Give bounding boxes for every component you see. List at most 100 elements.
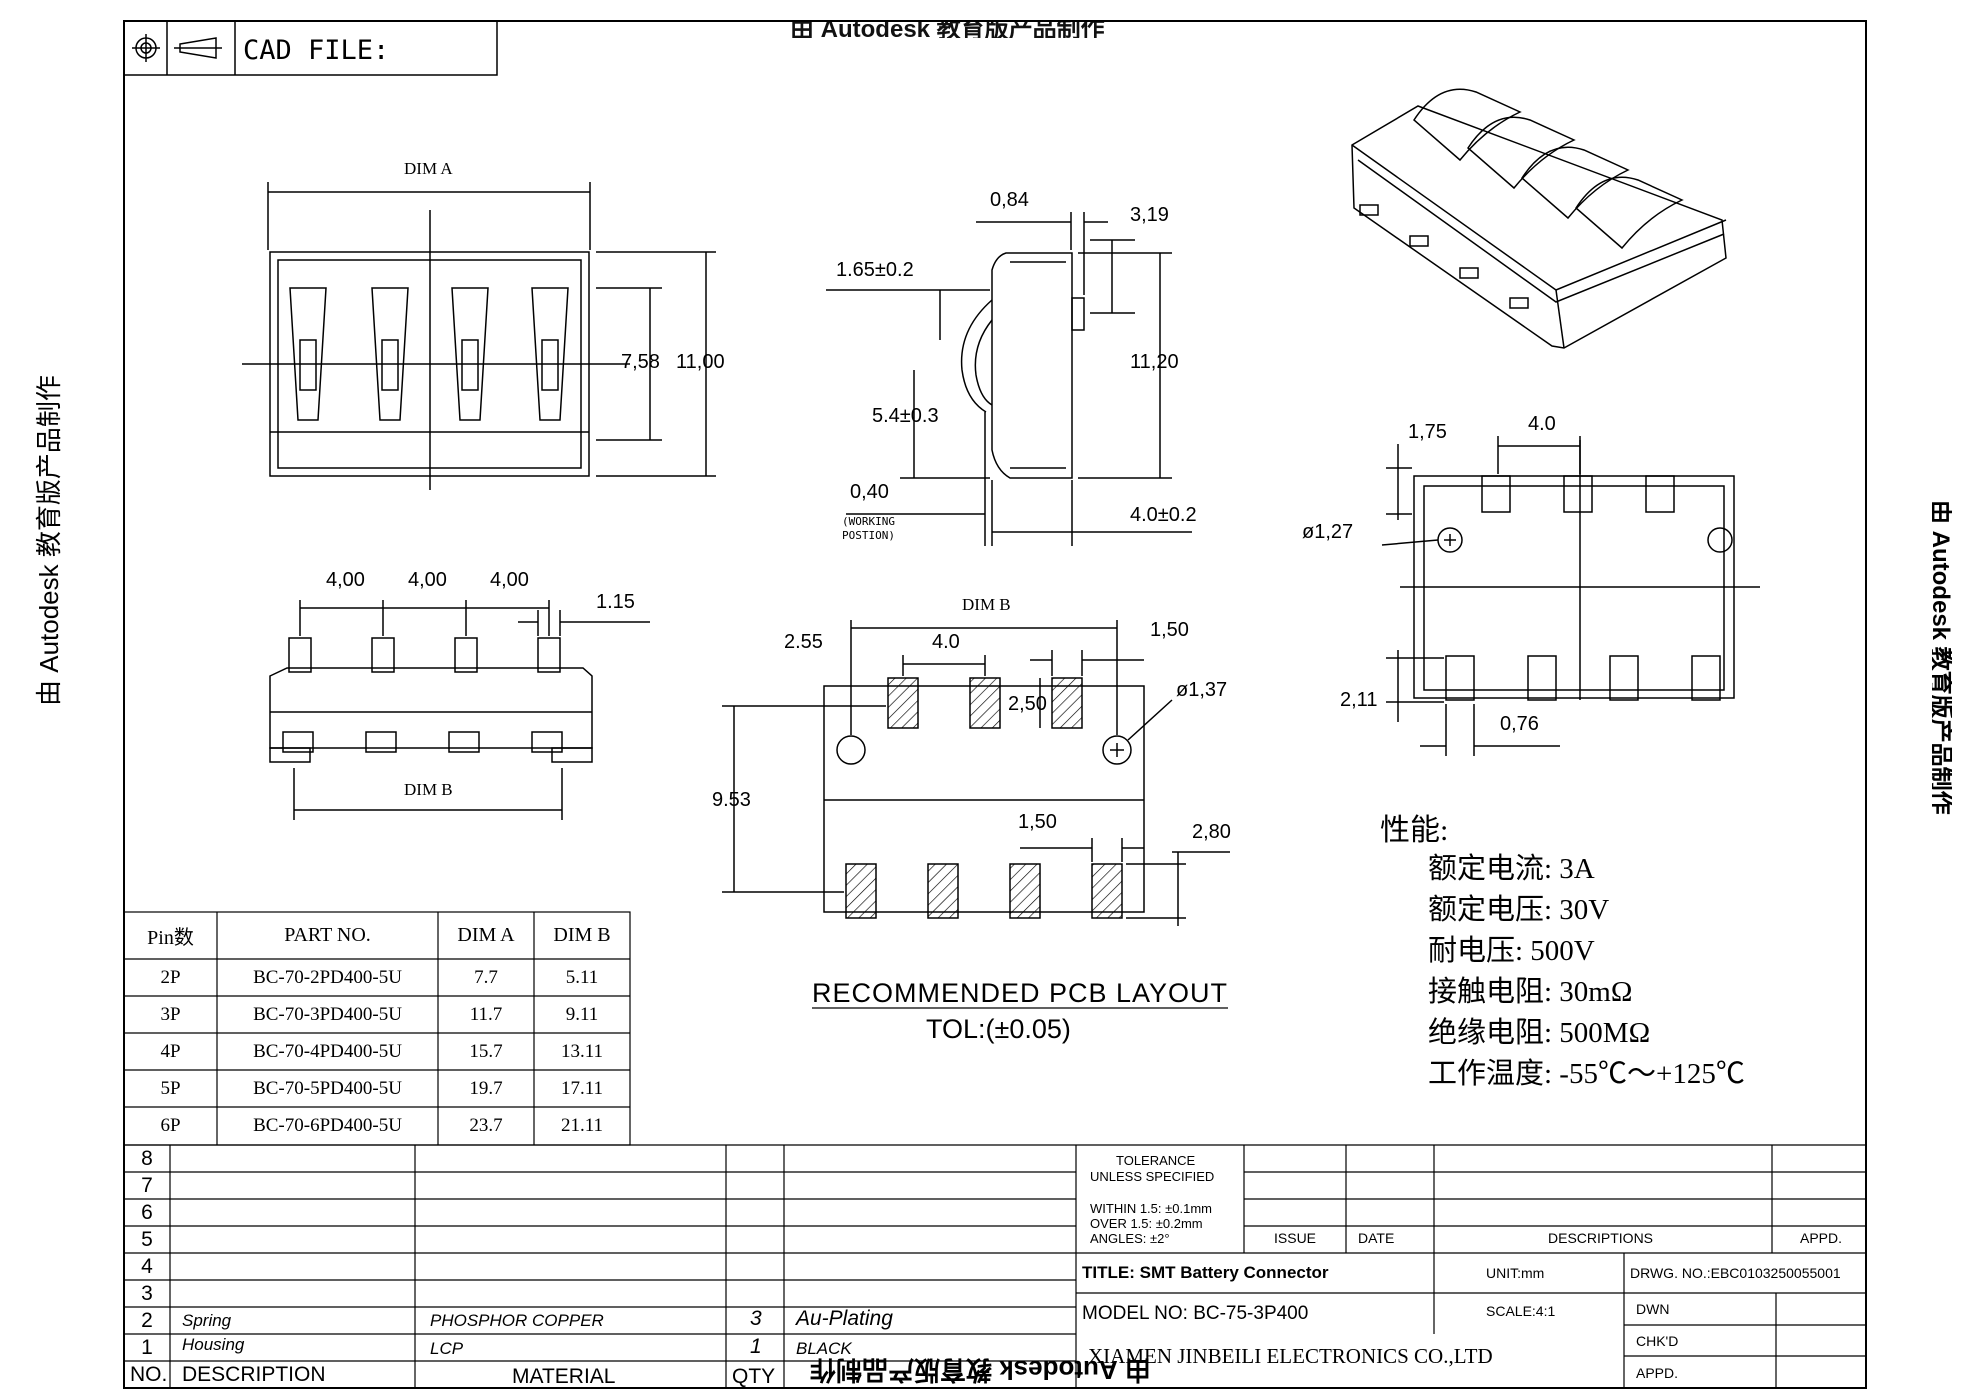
tolerance-within: WITHIN 1.5: ±0.1mm: [1090, 1201, 1212, 1216]
unit-label: UNIT:mm: [1486, 1265, 1545, 1281]
issue-label: ISSUE: [1274, 1230, 1317, 1246]
date-label: DATE: [1358, 1230, 1395, 1246]
dim-1120-label: 11,20: [1130, 351, 1179, 373]
title-label: TITLE: SMT Battery Connector: [1082, 1263, 1329, 1282]
bom-spring-description: Spring: [182, 1311, 232, 1330]
part-table-header-partno: PART NO.: [284, 924, 371, 946]
pcb-layout-title: RECOMMENDED PCB LAYOUT: [812, 978, 1229, 1008]
bom-row-number: 1: [141, 1335, 153, 1359]
dim-b-pcb-label: DIM B: [962, 595, 1011, 614]
descriptions-label: DESCRIPTIONS: [1548, 1230, 1654, 1246]
dim-a-label: DIM A: [404, 159, 453, 178]
watermark-right: 由 Autodesk 教育版产品制作: [1932, 500, 1952, 815]
part-table-row-1-pin: 2P: [160, 966, 181, 988]
part-table-row-4-pin: 5P: [160, 1077, 181, 1099]
dim-40-bottom-label: 4.0: [1528, 413, 1556, 435]
company-name: XIAMEN JINBEILI ELECTRONICS CO.,LTD: [1088, 1344, 1493, 1368]
bom-row-number: 6: [141, 1200, 153, 1224]
dim-150-bot-label: 1,50: [1018, 811, 1057, 833]
drwg-no-label: DRWG. NO.:EBC0103250055001: [1630, 1265, 1841, 1281]
dim-255-label: 2.55: [784, 631, 823, 653]
bom-housing-remark: BLACK: [796, 1339, 852, 1358]
bom-row-number: 4: [141, 1254, 153, 1278]
part-table-row-5-partno: BC-70-6PD400-5U: [253, 1115, 402, 1136]
bom-footer-description: DESCRIPTION: [182, 1363, 326, 1386]
part-table-row-4-dimb: 17.11: [560, 1077, 604, 1099]
part-table-row-5-pin: 6P: [160, 1115, 181, 1136]
part-table-header-pin: Pin数: [147, 927, 194, 949]
scale-label: SCALE:4:1: [1486, 1303, 1556, 1319]
part-table-row-2-pin: 3P: [160, 1003, 181, 1025]
dim-1100-label: 11,00: [676, 351, 725, 373]
side-view-drawing: [826, 212, 1192, 546]
spec-rated-voltage: 额定电压: 30V: [1428, 894, 1610, 926]
spec-operating-temperature: 工作温度: -55℃～+125℃: [1428, 1058, 1745, 1090]
bom-footer-no: NO.: [130, 1363, 168, 1386]
bom-grid: [124, 1144, 1866, 1388]
part-table-row-2-dima: 11.7: [469, 1003, 503, 1025]
part-table-row-2-dimb: 9.11: [565, 1003, 599, 1025]
dim-40-side-label: 4.0±0.2: [1130, 504, 1197, 526]
pitch-3-label: 4,00: [490, 569, 529, 591]
part-table-row-3-partno: BC-70-4PD400-5U: [253, 1040, 402, 1062]
tolerance-line1: TOLERANCE: [1116, 1153, 1196, 1168]
bom-row-number: 8: [141, 1146, 153, 1170]
isometric-view-drawing: [1351, 88, 1727, 349]
part-table-row-3-dimb: 13.11: [560, 1040, 604, 1062]
chkd-label: CHK'D: [1636, 1333, 1679, 1349]
bom-housing-description: Housing: [182, 1335, 245, 1354]
dim-280-label: 2,80: [1192, 821, 1231, 843]
dim-040-label: 0,40: [850, 481, 889, 503]
bom-row-number: 5: [141, 1227, 153, 1251]
working-position-line1: (WORKING: [842, 515, 895, 528]
dim-758-label: 7,58: [621, 351, 660, 373]
tolerance-line2: UNLESS SPECIFIED: [1090, 1169, 1215, 1184]
dim-127-label: ø1,27: [1302, 521, 1354, 543]
bom-housing-material: LCP: [430, 1339, 464, 1358]
pitch-2-label: 4,00: [408, 569, 447, 591]
part-table-row-3-pin: 4P: [160, 1040, 181, 1062]
bom-spring-remark: Au-Plating: [796, 1307, 893, 1330]
part-table-row-4-partno: BC-70-5PD400-5U: [253, 1077, 402, 1099]
pitch-1-label: 4,00: [326, 569, 365, 591]
title-block-grid: [1075, 1145, 1866, 1388]
dim-084-label: 0,84: [990, 189, 1029, 211]
bom-footer-qty: QTY: [732, 1365, 776, 1388]
bom-spring-qty: 3: [750, 1307, 762, 1330]
part-table-row-1-dima: 7.7: [474, 966, 498, 988]
dim-137-label: ø1,37: [1176, 679, 1228, 701]
watermark-top: 由 Autodesk 教育版产品制作: [790, 22, 1105, 38]
dim-40-pcb-label: 4.0: [932, 631, 960, 653]
part-table-header-dimb: DIM B: [553, 924, 611, 946]
sheet-border: [123, 20, 1867, 1389]
watermark-left: 由 Autodesk 教育版产品制作: [34, 375, 64, 706]
part-table-row-5-dimb: 21.11: [560, 1115, 604, 1136]
part-table-row-3-dima: 15.7: [469, 1040, 503, 1062]
dim-953-label: 9.53: [712, 789, 751, 811]
specs-title: 性能:: [1380, 814, 1449, 847]
tolerance-angles: ANGLES: ±2°: [1090, 1231, 1170, 1246]
dwn-label: DWN: [1636, 1301, 1670, 1317]
part-table-row-1-dimb: 5.11: [565, 966, 599, 988]
bom-housing-qty: 1: [750, 1335, 762, 1358]
part-table-row-4-dima: 19.7: [469, 1077, 503, 1099]
part-table-row-1-partno: BC-70-2PD400-5U: [253, 966, 402, 988]
dim-211-label: 2,11: [1340, 689, 1378, 711]
top-view-drawing: [242, 182, 716, 490]
header-box: [123, 20, 498, 76]
bom-row-number: 2: [141, 1308, 153, 1332]
projection-symbol-icon: [132, 34, 222, 62]
cad-file-label: CAD FILE:: [243, 35, 390, 66]
bom-spring-material: PHOSPHOR COPPER: [430, 1311, 604, 1330]
spec-withstand-voltage: 耐电压: 500V: [1428, 935, 1595, 967]
part-table-header-dima: DIM A: [457, 924, 515, 946]
dim-150-top-label: 1,50: [1150, 619, 1189, 641]
appd2-label: APPD.: [1636, 1365, 1679, 1381]
tolerance-over: OVER 1.5: ±0.2mm: [1090, 1216, 1203, 1231]
dim-076-label: 0,76: [1500, 713, 1539, 735]
working-position-line2: POSTION): [842, 529, 895, 542]
front-view-drawing: [269, 600, 650, 820]
bom-row-number: 3: [141, 1281, 153, 1305]
spec-contact-resistance: 接触电阻: 30mΩ: [1428, 976, 1633, 1008]
